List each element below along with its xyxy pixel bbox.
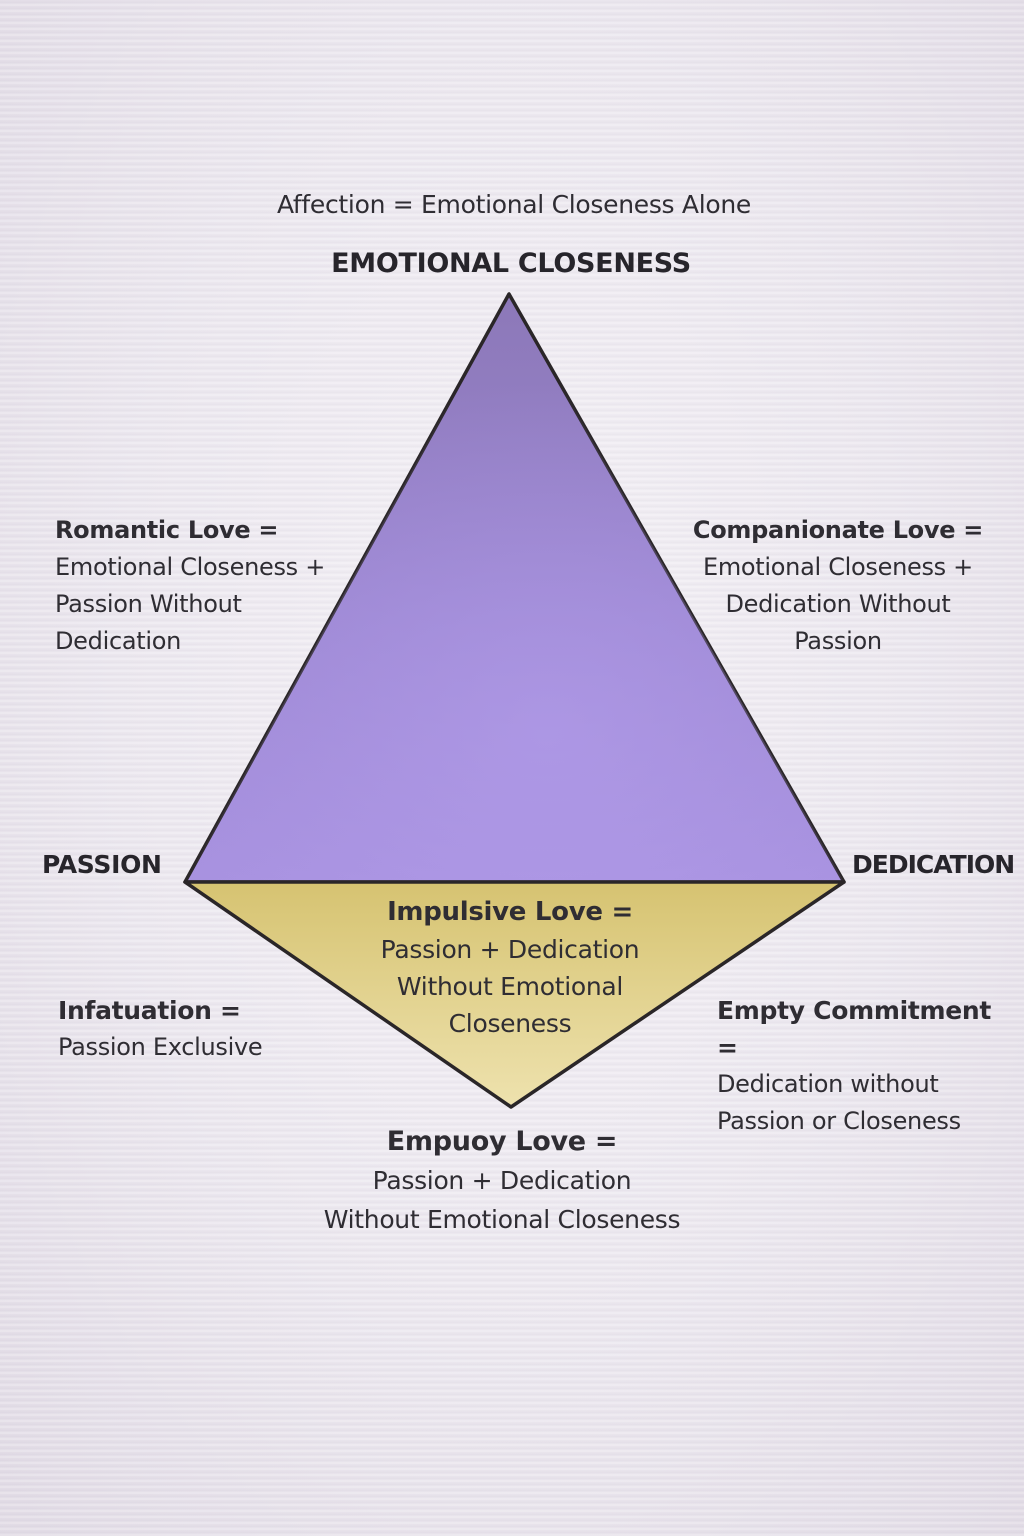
vertex-emotional-closeness: EMOTIONAL CLOSENESS (331, 248, 691, 279)
impulsive-love-line: Without Emotional (396, 972, 624, 1001)
empuoy-love-line: Without Emotional Closeness (323, 1205, 681, 1234)
empty-commitment-line: Passion or Closeness (717, 1107, 961, 1135)
companionate-love-title: Companionate Love = (692, 516, 984, 544)
lower-triangle (183, 880, 846, 1109)
companionate-love-line: Emotional Closeness + (702, 553, 973, 581)
impulsive-love-label: Impulsive Love = Passion + Dedication Wi… (360, 894, 660, 1042)
companionate-love-line: Passion (794, 627, 882, 655)
infatuation-line: Passion Exclusive (58, 1033, 263, 1061)
vertex-passion: PASSION (42, 850, 162, 879)
empty-commitment-line: Dedication without (717, 1070, 939, 1098)
companionate-love-label: Companionate Love = Emotional Closeness … (688, 512, 988, 660)
companionate-love-line: Dedication Without (725, 590, 951, 618)
vertex-dedication: DEDICATION (852, 850, 1015, 879)
empuoy-love-title: Empuoy Love = (386, 1126, 618, 1157)
romantic-love-line: Emotional Closeness + (55, 553, 326, 581)
infatuation-title: Infatuation = (58, 996, 241, 1025)
romantic-love-title: Romantic Love = (55, 516, 279, 544)
empty-commitment-title: Empty Commitment = (717, 996, 992, 1062)
infatuation-label: Infatuation = Passion Exclusive (58, 992, 318, 1066)
impulsive-love-line: Closeness (448, 1009, 572, 1038)
empty-commitment-label: Empty Commitment = Dedication without Pa… (717, 992, 1017, 1140)
romantic-love-line: Passion Without (55, 590, 242, 618)
romantic-love-label: Romantic Love = Emotional Closeness + Pa… (55, 512, 355, 660)
empuoy-love-line: Passion + Dedication (372, 1166, 632, 1195)
impulsive-love-line: Passion + Dedication (380, 935, 640, 964)
romantic-love-line: Dedication (55, 627, 182, 655)
upper-triangle-glow (185, 294, 844, 882)
empuoy-love-label: Empuoy Love = Passion + Dedication Witho… (282, 1122, 722, 1239)
impulsive-love-title: Impulsive Love = (387, 897, 633, 927)
top-caption: Affection = Emotional Closeness Alone (276, 190, 751, 219)
